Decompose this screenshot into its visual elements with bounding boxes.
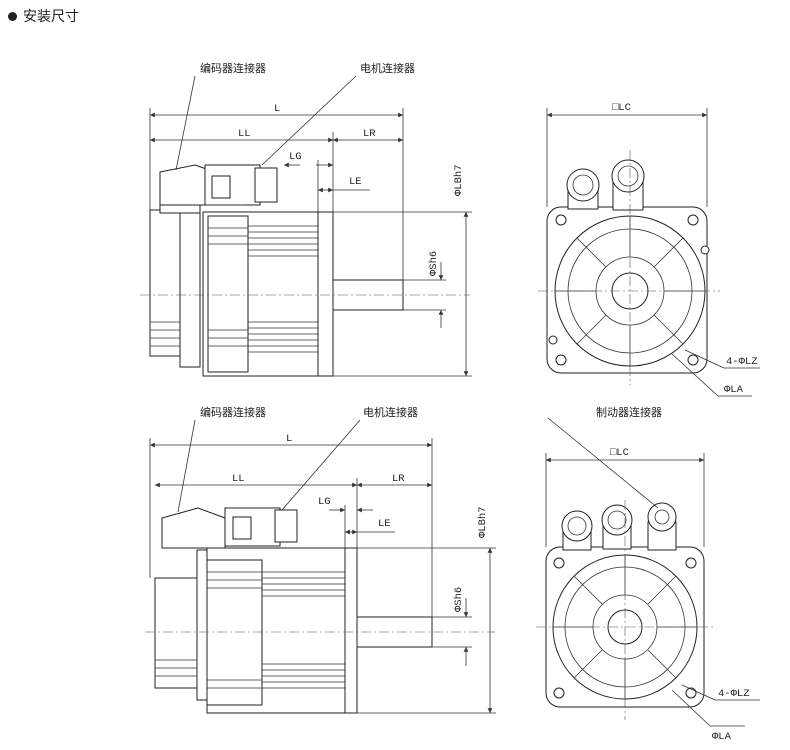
front-view-1: □LC 4-ΦLZ ΦLA xyxy=(538,102,760,397)
encoder-connector-face xyxy=(561,510,593,542)
dim-LG: LG xyxy=(289,151,302,163)
bullet-icon xyxy=(8,11,17,21)
dim-LR: LR xyxy=(392,473,405,485)
encoder-cap xyxy=(154,577,198,689)
front-view-2: 制动器连接器 □LC 4-ΦLZ ΦLA xyxy=(536,406,760,743)
dim-LB: ΦLBh7 xyxy=(453,164,465,196)
motor-connector-label: 电机连接器 xyxy=(360,61,415,75)
section-heading: 安装尺寸 xyxy=(8,6,79,26)
side-view-1: 编码器连接器 电机连接器 L LL LR LG LE ΦLBh7 ΦSh6 xyxy=(140,61,472,377)
brake-connector-face xyxy=(647,502,677,532)
dim-LB: ΦLBh7 xyxy=(477,506,489,538)
section-title: 安装尺寸 xyxy=(23,9,79,25)
encoder-connector-body xyxy=(161,507,226,549)
power-connector-face xyxy=(611,159,645,193)
brake-connector-label: 制动器连接器 xyxy=(596,406,662,419)
dim-LZ: 4-ΦLZ xyxy=(718,688,750,700)
dim-L: L xyxy=(274,103,280,115)
encoder-cap xyxy=(149,209,181,357)
rear-plate xyxy=(196,549,208,701)
encoder-connector-label: 编码器连接器 xyxy=(200,405,266,419)
dim-LE: LE xyxy=(349,176,362,188)
motor-connector-label: 电机连接器 xyxy=(363,405,418,419)
dim-LL: LL xyxy=(238,128,251,140)
dim-LL: LL xyxy=(232,473,245,485)
dim-LG: LG xyxy=(318,496,331,508)
dim-S: ΦSh6 xyxy=(453,587,465,612)
dim-LC: □LC xyxy=(610,447,629,459)
dim-LR: LR xyxy=(363,128,376,140)
dim-LZ: 4-ΦLZ xyxy=(726,356,758,368)
dim-LC: □LC xyxy=(612,102,631,114)
dim-L: L xyxy=(286,433,292,445)
encoder-connector-label: 编码器连接器 xyxy=(200,61,266,75)
rear-plate xyxy=(179,211,201,368)
dim-S: ΦSh6 xyxy=(428,251,440,276)
dim-LA: ΦLA xyxy=(712,731,732,743)
power-connector-face xyxy=(601,504,633,536)
side-view-2: 编码器连接器 电机连接器 L LL LR LG LE ΦLBh7 ΦSh6 xyxy=(145,405,496,714)
dim-LE: LE xyxy=(378,518,391,530)
dim-LA: ΦLA xyxy=(724,384,744,396)
encoder-connector-face xyxy=(566,168,600,202)
